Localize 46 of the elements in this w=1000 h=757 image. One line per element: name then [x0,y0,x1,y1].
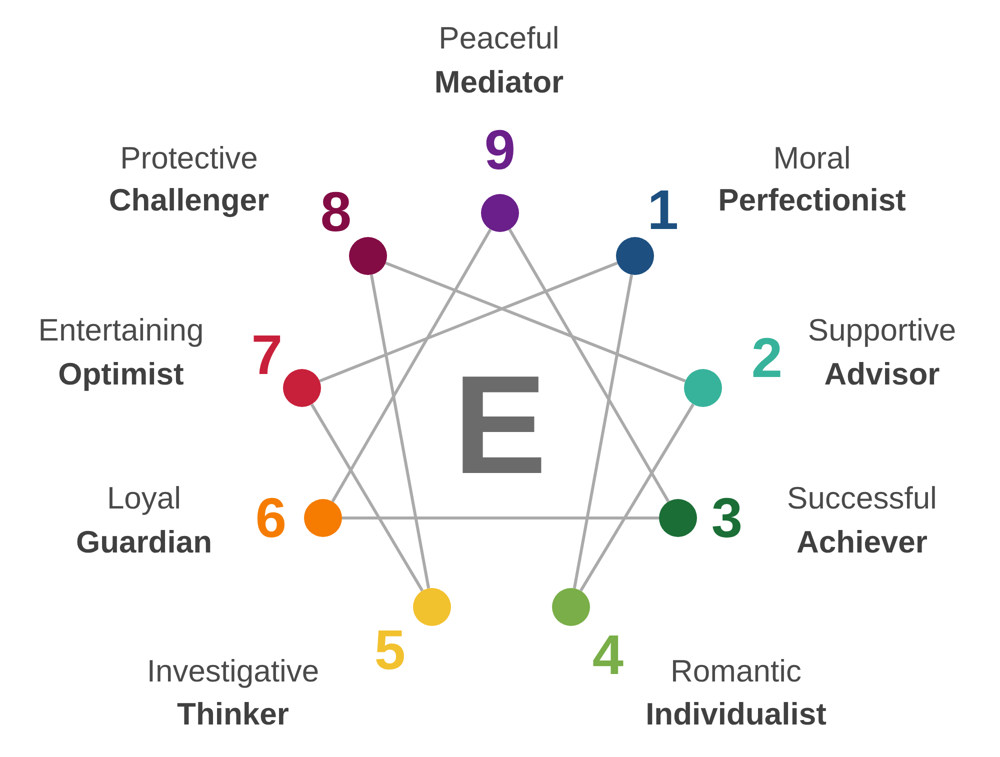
type-name: Challenger [108,184,270,216]
type-descriptor: Peaceful [438,22,560,54]
type-name: Guardian [76,526,212,558]
type-descriptor: Supportive [808,314,956,346]
type-name: Optimist [58,358,184,390]
node-dot [659,499,697,537]
connector-line [331,228,492,502]
connector-line [508,228,670,502]
type-number: 8 [320,184,352,240]
node-dot [481,194,519,232]
node-dot [349,237,387,275]
type-number: 1 [647,182,679,238]
node-dot [684,369,722,407]
connector-line [572,274,634,589]
type-number: 3 [711,490,743,546]
connector-line [370,274,430,589]
type-number: 2 [751,330,783,386]
connector-line [342,516,659,520]
type-name: Mediator [434,66,564,98]
type-descriptor: Entertaining [38,314,204,346]
node-dot [552,588,590,626]
type-number: 5 [374,622,406,678]
type-descriptor: Romantic [670,656,802,686]
type-name: Individualist [646,698,826,730]
connector-line [385,262,686,382]
type-descriptor: Successful [787,482,937,514]
type-number: 4 [592,627,624,683]
type-number: 7 [251,327,283,383]
type-number: 6 [255,490,287,546]
type-name: Thinker [177,698,289,730]
type-descriptor: Investigative [146,656,320,686]
connector-line [580,404,694,592]
connector-line [310,404,424,592]
node-dot [304,499,342,537]
connector-line [319,262,618,382]
node-dot [413,588,451,626]
node-dot [283,369,321,407]
type-descriptor: Moral [773,142,851,174]
type-descriptor: Protective [120,142,258,174]
type-name: Achiever [796,526,928,558]
type-descriptor: Loyal [106,482,182,514]
node-dot [616,237,654,275]
type-number: 9 [484,122,516,178]
type-name: Advisor [824,358,940,390]
center-letter: E [453,355,547,495]
type-name: Perfectionist [718,184,906,216]
